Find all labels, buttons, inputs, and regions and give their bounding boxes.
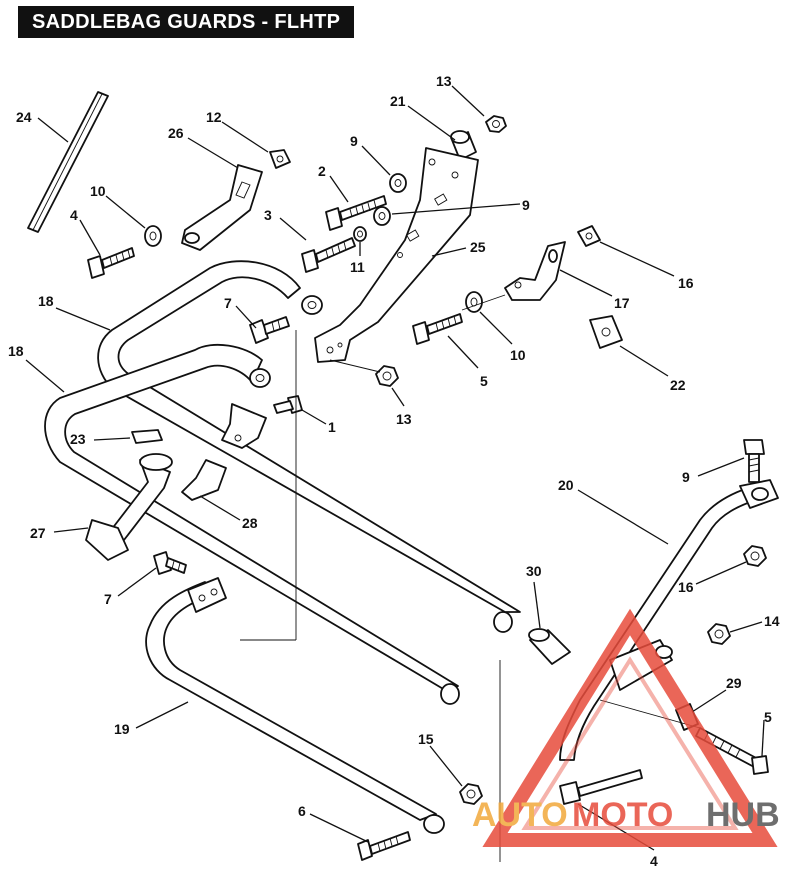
callout-14: 14: [764, 613, 780, 629]
part-24-trim-strip: [27, 91, 109, 233]
part-1-bolt: [273, 395, 303, 414]
callout-labels: 24 26 12 10 4 21 13 9 2 3 9 11 25 16 17 …: [8, 73, 780, 869]
callout-9: 9: [350, 133, 358, 149]
callout-18: 18: [8, 343, 24, 359]
part-13-nut-upper: [485, 115, 507, 133]
part-6-bolt: [357, 831, 411, 861]
callout-16: 16: [678, 579, 694, 595]
part-30-sleeve: [528, 628, 571, 665]
callout-7: 7: [104, 591, 112, 607]
part-7-bolt-lower: [153, 551, 187, 575]
callout-25: 25: [470, 239, 486, 255]
callout-2: 2: [318, 163, 326, 179]
watermark-text-auto: AUTO: [472, 796, 568, 834]
callout-15: 15: [418, 731, 434, 747]
part-15-nut: [459, 783, 483, 805]
callout-18: 18: [38, 293, 54, 309]
callout-30: 30: [526, 563, 542, 579]
callout-4: 4: [70, 207, 78, 223]
part-20-rear-guard: [559, 479, 779, 761]
part-9-bolt-vertical: [743, 439, 765, 483]
part-27-brace: [85, 453, 173, 561]
callout-10: 10: [510, 347, 526, 363]
watermark-text-moto: MOTO: [572, 796, 673, 834]
part-17-bracket: [504, 241, 566, 301]
callout-24: 24: [16, 109, 32, 125]
callout-17: 17: [614, 295, 630, 311]
part-16-nut-lower: [743, 545, 767, 567]
part-7-bolt-upper: [249, 316, 290, 344]
callout-11: 11: [350, 259, 365, 275]
callout-20: 20: [558, 477, 574, 493]
callout-13: 13: [396, 411, 412, 427]
part-11-lockwasher: [353, 226, 367, 242]
part-13-nut-lower: [375, 365, 399, 387]
watermark-text-hub: HUB: [706, 796, 780, 834]
part-18-guard-tube: [44, 260, 521, 705]
part-12-clip-nut: [269, 149, 291, 169]
callout-13: 13: [436, 73, 452, 89]
part-22-clip-nut: [589, 315, 623, 349]
callout-9: 9: [522, 197, 530, 213]
callout-19: 19: [114, 721, 130, 737]
callout-26: 26: [168, 125, 184, 141]
callout-9: 9: [682, 469, 690, 485]
part-4-bolt-upper: [87, 247, 135, 279]
part-23-pad: [131, 429, 163, 444]
part-5-bolt-upper: [412, 313, 463, 345]
part-10-washer-upper: [144, 225, 162, 247]
part-10-washer-lower: [465, 291, 483, 313]
callout-23: 23: [70, 431, 86, 447]
part-25-mounting-plate: [314, 147, 479, 363]
part-2-bolt: [325, 195, 387, 231]
callout-27: 27: [30, 525, 46, 541]
callout-1: 1: [328, 419, 336, 435]
watermark-logo: AUTO MOTO HUB: [472, 608, 780, 847]
leader-lines: [25, 85, 765, 851]
part-28-clamp: [181, 403, 267, 501]
part-21-spacer: [450, 130, 477, 161]
part-4-bolt-lower: [559, 769, 643, 805]
callout-21: 21: [390, 93, 406, 109]
callout-7: 7: [224, 295, 232, 311]
part-9-washer-a: [389, 173, 407, 193]
alignment-lines: [240, 294, 701, 862]
callout-10: 10: [90, 183, 106, 199]
callout-22: 22: [670, 377, 686, 393]
callout-5: 5: [764, 709, 772, 725]
callout-5: 5: [480, 373, 488, 389]
part-16-clip-upper: [577, 225, 601, 247]
part-14-nut: [707, 623, 731, 645]
callout-29: 29: [726, 675, 742, 691]
part-26-mount-bracket: [181, 164, 263, 251]
callout-28: 28: [242, 515, 258, 531]
callout-4: 4: [650, 853, 658, 869]
callout-3: 3: [264, 207, 272, 223]
callout-6: 6: [298, 803, 306, 819]
diagram-title: SADDLEBAG GUARDS - FLHTP: [18, 6, 355, 38]
part-9-washer-b: [373, 206, 391, 226]
part-3-bolt: [301, 237, 356, 273]
callout-16: 16: [678, 275, 694, 291]
callout-12: 12: [206, 109, 222, 125]
part-19-lower-guard: [145, 577, 445, 834]
